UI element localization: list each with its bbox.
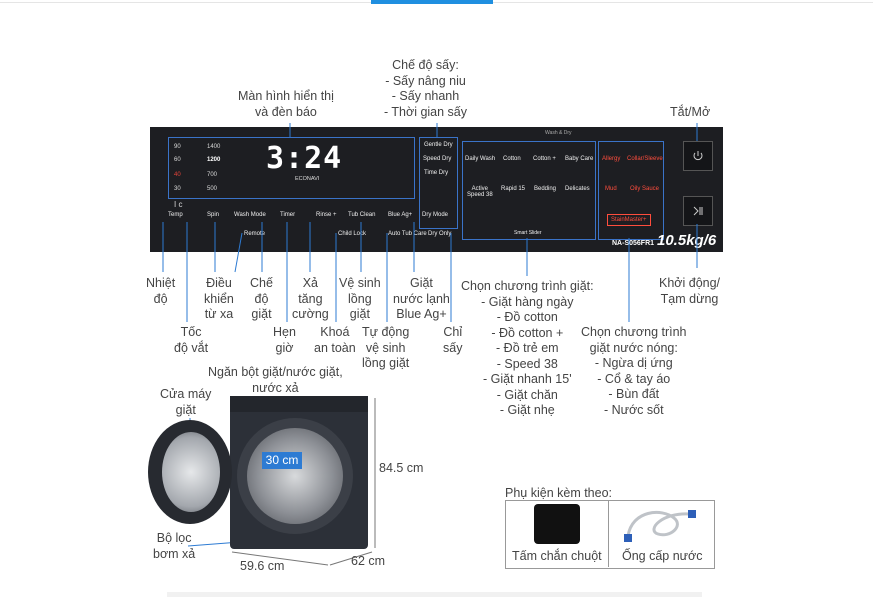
program-mud[interactable]: Mud <box>605 186 617 192</box>
label-door: Cửa máy giặt <box>160 387 212 417</box>
spin-500: 500 <box>207 186 218 192</box>
program-daily-wash[interactable]: Daily Wash <box>465 156 496 162</box>
program-allergy[interactable]: Allergy <box>602 156 621 162</box>
program-oily-sauce[interactable]: Oily Sauce <box>630 186 660 192</box>
wash-mode-button[interactable]: Wash Mode <box>234 212 266 218</box>
label-hot-programs: Chọn chương trình giặt nước nóng: - Ngừa… <box>581 325 687 417</box>
label-spin: Tốc độ vắt <box>174 325 209 355</box>
label-timer: Hẹn giờ <box>273 325 296 355</box>
accessory-mouse-guard: Tấm chắn chuột <box>512 549 602 563</box>
machine-top-panel <box>230 396 368 412</box>
label-auto-tub: Tự động vệ sinh lồng giặt <box>362 325 410 370</box>
label-dry-only: Chỉ sấy <box>443 325 463 355</box>
bottom-divider <box>167 592 702 597</box>
power-icon <box>693 151 703 161</box>
temp-40: 40 <box>174 172 181 178</box>
time-display: 3:24 <box>266 141 343 176</box>
power-button[interactable] <box>683 141 713 171</box>
time-dry[interactable]: Time Dry <box>424 170 449 176</box>
temp-30: 30 <box>174 186 181 192</box>
program-cotton[interactable]: Cotton <box>503 156 521 162</box>
program-active-speed[interactable]: Active Speed 38 <box>467 186 493 198</box>
accessories-box <box>505 500 715 569</box>
start-pause-icon <box>693 206 703 216</box>
label-wash-mode: Chế độ giặt <box>250 276 273 321</box>
spin-700: 700 <box>207 172 218 178</box>
dry-only-indicator: Dry Only <box>428 231 452 237</box>
label-temp: Nhiệt độ <box>146 276 176 306</box>
rinse-button[interactable]: Rinse + <box>316 212 337 218</box>
label-filter: Bộ lọc bơm xả <box>153 531 196 561</box>
control-panel <box>150 127 723 252</box>
label-remote: Điều khiển từ xa <box>204 276 234 321</box>
program-rapid-15[interactable]: Rapid 15 <box>501 186 526 192</box>
wash-and-dry-label: Wash & Dry <box>545 130 572 136</box>
auto-tub-indicator: Auto Tub Care <box>388 231 427 237</box>
active-tab-indicator <box>371 0 493 4</box>
door-diameter-badge: 30 cm <box>262 452 302 469</box>
label-display: Màn hình hiển thị và đèn báo <box>238 89 334 119</box>
smart-slider-label: Smart Slider <box>514 230 542 236</box>
program-bedding[interactable]: Bedding <box>534 186 557 192</box>
remote-indicator: Remote <box>244 231 266 237</box>
hot-program-highlight <box>598 141 664 240</box>
speed-dry[interactable]: Speed Dry <box>423 156 452 162</box>
econavi-label: ECONAVI <box>295 176 320 182</box>
label-start: Khởi động/ Tạm dừng <box>659 276 721 306</box>
spin-button[interactable]: Spin <box>207 212 220 218</box>
dry-mode-button[interactable]: Dry Mode <box>422 212 449 218</box>
height-dimension: 84.5 cm <box>379 461 424 475</box>
label-rinse: Xả tăng cường <box>292 276 329 321</box>
blue-ag-button[interactable]: Blue Ag+ <box>388 212 413 218</box>
spin-1200: 1200 <box>207 157 221 163</box>
label-dry-modes: Chế độ sấy: - Sấy nâng niu - Sấy nhanh -… <box>384 58 468 119</box>
mouse-guard-image <box>534 504 580 544</box>
drum <box>247 428 343 524</box>
accessories-title: Phụ kiện kèm theo: <box>505 486 613 500</box>
temp-cold: I c <box>174 200 183 209</box>
tub-clean-button[interactable]: Tub Clean <box>348 212 376 218</box>
child-lock-indicator: Child Lock <box>338 231 367 237</box>
temp-60: 60 <box>174 157 181 163</box>
label-detergent: Ngăn bột giặt/nước giặt, nước xả <box>208 365 343 395</box>
width-dimension: 59.6 cm <box>240 559 285 573</box>
depth-dimension: 62 cm <box>351 554 386 568</box>
start-pause-button[interactable] <box>683 196 713 226</box>
door-glass <box>162 432 220 512</box>
label-tub-clean: Vệ sinh lồng giặt <box>339 276 381 321</box>
program-highlight <box>462 141 596 240</box>
label-blue-ag: Giặt nước lạnh Blue Ag+ <box>393 276 450 321</box>
accessory-water-hose: Ống cấp nước <box>622 549 703 563</box>
program-baby-care[interactable]: Baby Care <box>565 156 594 162</box>
accessories-divider <box>608 500 609 567</box>
label-programs: Chọn chương trình giặt: - Giặt hàng ngày… <box>461 279 594 417</box>
temp-button[interactable]: Temp <box>168 212 183 218</box>
display-highlight <box>168 137 415 199</box>
program-delicates[interactable]: Delicates <box>565 186 590 192</box>
timer-button[interactable]: Timer <box>280 212 296 218</box>
model-number: NA-S056FR1 <box>612 240 655 247</box>
dry-highlight <box>419 137 458 229</box>
program-collar-sleeve[interactable]: Collar/Sleeve <box>627 156 663 162</box>
program-cotton-plus[interactable]: Cotton + <box>533 156 556 162</box>
stainmaster-button[interactable]: StainMaster+ <box>607 214 651 226</box>
spin-1400: 1400 <box>207 144 221 150</box>
label-power: Tắt/Mở <box>670 105 711 119</box>
water-hose-icon <box>624 510 696 542</box>
label-child-lock: Khoá an toàn <box>314 325 356 355</box>
temp-90: 90 <box>174 144 181 150</box>
capacity-label: 10.5kg/6 <box>657 232 717 249</box>
gentle-dry[interactable]: Gentle Dry <box>424 142 453 148</box>
